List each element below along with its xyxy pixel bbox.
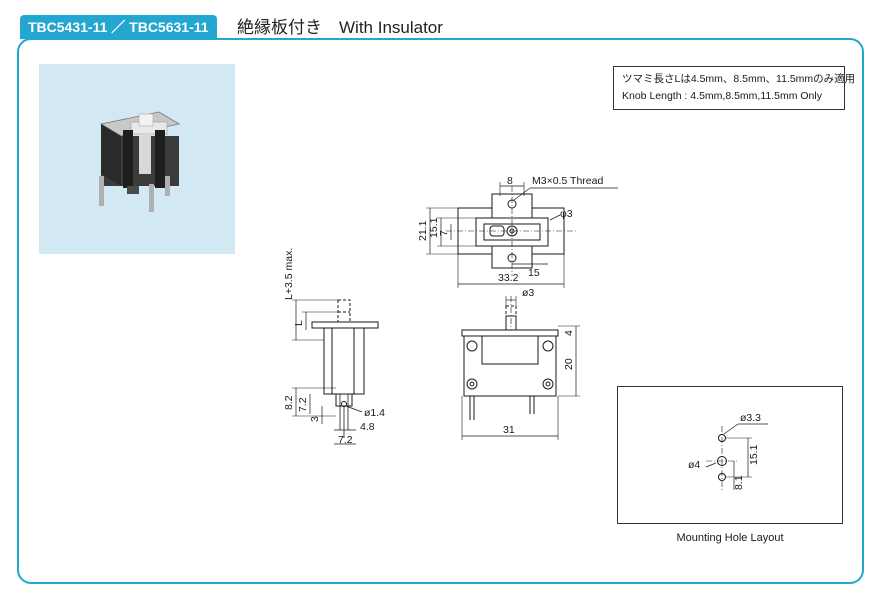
top-dim-8: 8 bbox=[507, 175, 513, 187]
mounting-hole-frame bbox=[617, 386, 843, 524]
mount-dim-phi3-3: ø3.3 bbox=[740, 412, 761, 424]
front-dim-phi3: ø3 bbox=[522, 287, 534, 299]
mount-dim-15-1: 15.1 bbox=[748, 444, 760, 465]
note-line-jp: ツマミ長さLは4.5mm、8.5mm、11.5mmのみ適用 bbox=[622, 73, 856, 85]
top-thread-label: M3×0.5 Thread bbox=[532, 175, 603, 187]
mounting-caption: Mounting Hole Layout bbox=[676, 532, 784, 544]
top-dim-7: 7 bbox=[438, 230, 450, 236]
front-view bbox=[461, 296, 580, 440]
mount-dim-phi4: ø4 bbox=[688, 459, 700, 471]
side-dim-7-2-b: 7.2 bbox=[338, 434, 353, 446]
mount-dim-8-1: 8.1 bbox=[733, 475, 745, 490]
mounting-holes bbox=[705, 423, 768, 490]
side-dim-7-2-a: 7.2 bbox=[297, 397, 309, 412]
side-dim-l: L bbox=[293, 320, 305, 326]
top-view bbox=[426, 182, 618, 288]
side-view bbox=[292, 299, 379, 445]
product-photo bbox=[39, 64, 235, 254]
side-dim-8-2: 8.2 bbox=[283, 395, 295, 410]
side-dim-phi1-4: ø1.4 bbox=[364, 407, 385, 419]
top-dim-15-1: 15.1 bbox=[428, 217, 440, 238]
page-title: 絶縁板付き With Insulator bbox=[237, 18, 443, 37]
side-dim-4-8: 4.8 bbox=[360, 421, 375, 433]
switch-photo-illustration bbox=[99, 111, 181, 212]
front-dim-20: 20 bbox=[563, 358, 575, 370]
front-dim-31: 31 bbox=[503, 424, 515, 436]
knob-length-note: ツマミ長さLは4.5mm、8.5mm、11.5mmのみ適用 Knob Lengt… bbox=[613, 66, 856, 110]
top-dim-21-1: 21.1 bbox=[417, 220, 429, 241]
side-dim-3: 3 bbox=[309, 416, 321, 422]
top-dim-15: 15 bbox=[528, 267, 540, 279]
content-panel bbox=[17, 38, 864, 584]
front-dim-4: 4 bbox=[563, 330, 575, 336]
top-dim-phi3: φ3 bbox=[560, 208, 573, 220]
top-dim-33-2: 33.2 bbox=[498, 272, 519, 284]
side-dim-l-plus: L+3.5 max. bbox=[283, 248, 295, 300]
note-line-en: Knob Length : 4.5mm,8.5mm,11.5mm Only bbox=[622, 90, 822, 102]
model-label: TBC5431-11 ／ TBC5631-11 bbox=[20, 15, 217, 39]
